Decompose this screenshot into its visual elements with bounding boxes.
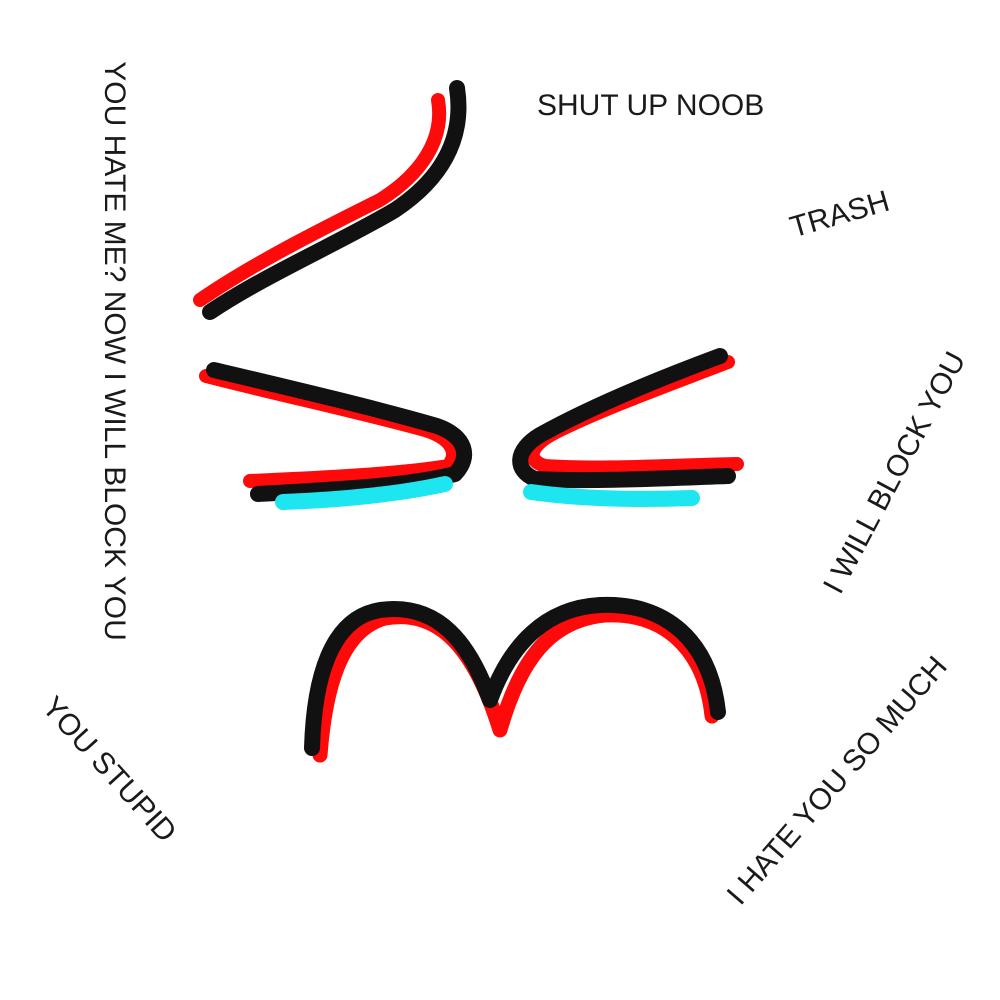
mouth — [304, 596, 726, 763]
mouth-black-stroke — [304, 596, 726, 756]
mouth-red-stroke — [312, 607, 720, 763]
left-eye-black-stroke — [206, 362, 473, 502]
right-eye — [512, 348, 744, 507]
left-tear — [275, 476, 453, 510]
left-eye — [199, 362, 473, 510]
you-hate-me-text: YOU HATE ME? NOW I WILL BLOCK YOU — [97, 61, 131, 641]
right-tear — [523, 484, 700, 507]
left-eye-red-stroke — [199, 369, 460, 488]
eyebrow — [193, 80, 467, 320]
right-eye-black-stroke — [512, 348, 736, 489]
eyebrow-black-stroke — [202, 80, 467, 320]
eyebrow-red-stroke — [193, 93, 447, 307]
shut-up-noob-text: SHUT UP NOOB — [537, 89, 765, 122]
